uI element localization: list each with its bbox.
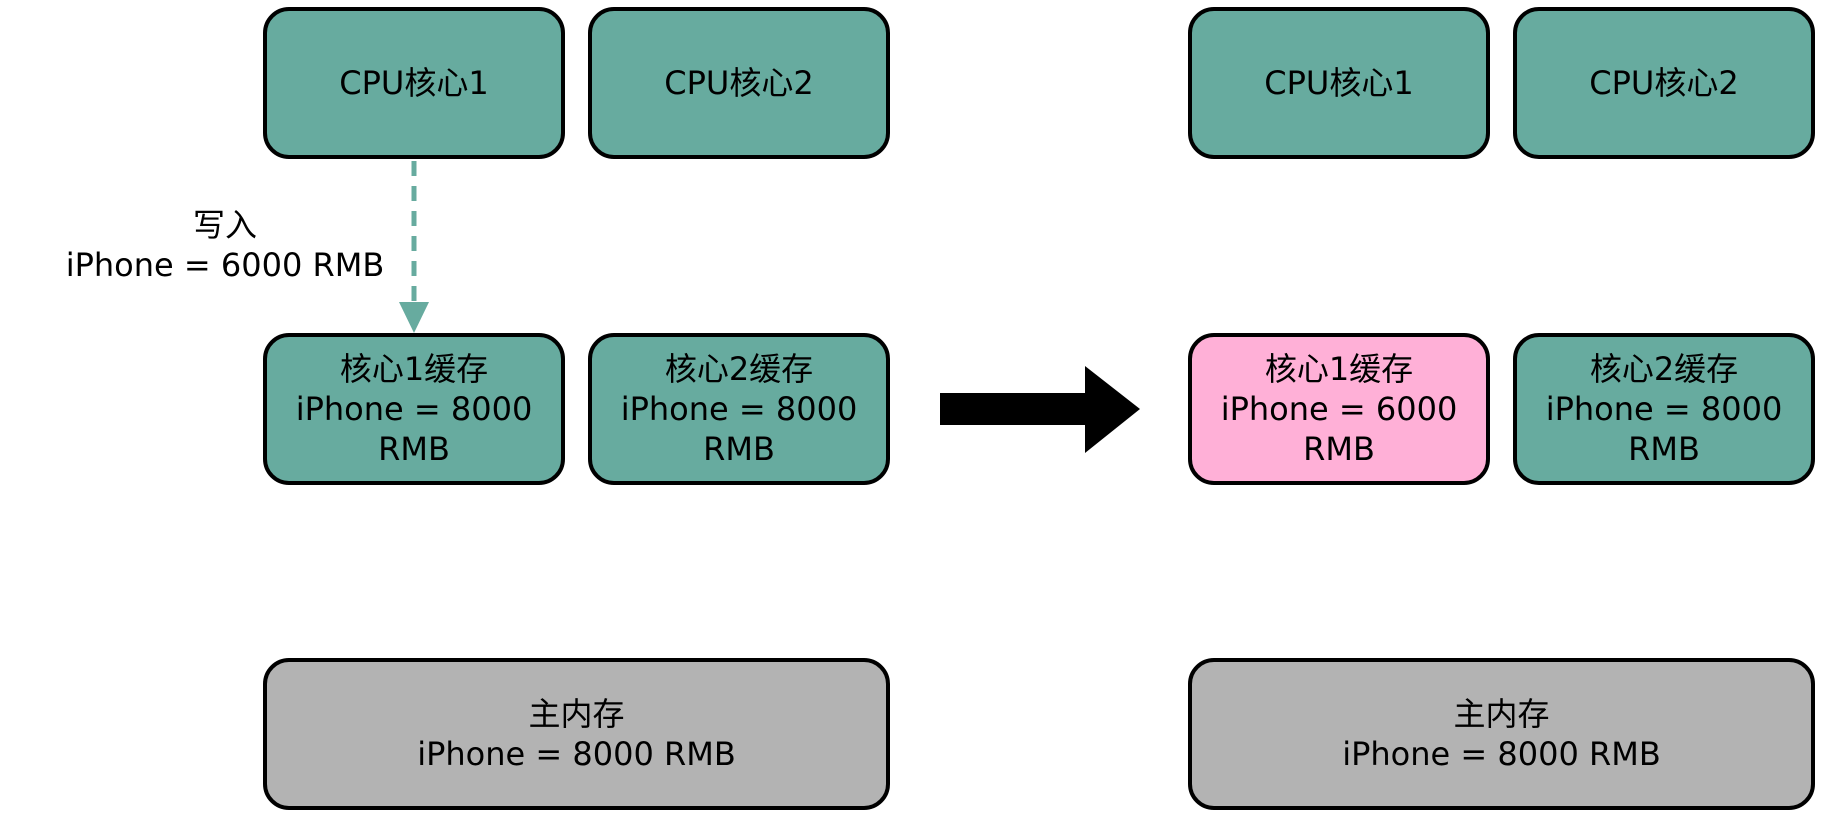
left-core-2-cache-title: 核心2缓存 <box>664 350 814 388</box>
right-cpu-core-1-label: CPU核心1 <box>1264 64 1414 102</box>
left-core-1-cache-value: iPhone = 8000 <box>295 390 533 428</box>
right-cpu-core-2-label: CPU核心2 <box>1589 64 1739 102</box>
right-core-2-cache-unit: RMB <box>1628 430 1700 468</box>
left-main-memory-title: 主内存 <box>528 695 625 733</box>
right-main-memory-value: iPhone = 8000 RMB <box>1342 735 1661 773</box>
left-main-memory-value: iPhone = 8000 RMB <box>417 735 736 773</box>
right-core-2-cache-title: 核心2缓存 <box>1589 350 1739 388</box>
right-cpu-core-1: CPU核心1 <box>1188 7 1490 159</box>
right-main-memory: 主内存 iPhone = 8000 RMB <box>1188 658 1815 810</box>
write-arrow-head <box>399 302 429 333</box>
left-cpu-core-1-label: CPU核心1 <box>339 64 489 102</box>
left-cpu-core-2: CPU核心2 <box>588 7 890 159</box>
right-cpu-core-2: CPU核心2 <box>1513 7 1815 159</box>
left-core-1-cache-unit: RMB <box>378 430 450 468</box>
left-main-memory: 主内存 iPhone = 8000 RMB <box>263 658 890 810</box>
right-core-2-cache: 核心2缓存 iPhone = 8000 RMB <box>1513 333 1815 485</box>
dashed-down-arrow-icon <box>399 161 429 333</box>
left-core-1-cache: 核心1缓存 iPhone = 8000 RMB <box>263 333 565 485</box>
write-annotation-label: 写入 <box>192 206 257 244</box>
right-core-1-cache-title: 核心1缓存 <box>1264 350 1414 388</box>
write-annotation-value: iPhone = 6000 RMB <box>65 246 385 284</box>
left-core-2-cache: 核心2缓存 iPhone = 8000 RMB <box>588 333 890 485</box>
right-core-1-cache: 核心1缓存 iPhone = 6000 RMB <box>1188 333 1490 485</box>
left-core-2-cache-value: iPhone = 8000 <box>620 390 858 428</box>
right-core-1-cache-unit: RMB <box>1303 430 1375 468</box>
right-core-1-cache-value: iPhone = 6000 <box>1220 390 1458 428</box>
right-main-memory-title: 主内存 <box>1453 695 1550 733</box>
right-core-2-cache-value: iPhone = 8000 <box>1545 390 1783 428</box>
left-cpu-core-1: CPU核心1 <box>263 7 565 159</box>
write-annotation: 写入 iPhone = 6000 RMB <box>60 205 390 285</box>
left-core-1-cache-title: 核心1缓存 <box>339 350 489 388</box>
left-cpu-core-2-label: CPU核心2 <box>664 64 814 102</box>
left-core-2-cache-unit: RMB <box>703 430 775 468</box>
transition-arrow <box>940 366 1140 453</box>
right-arrow-icon <box>940 366 1140 453</box>
